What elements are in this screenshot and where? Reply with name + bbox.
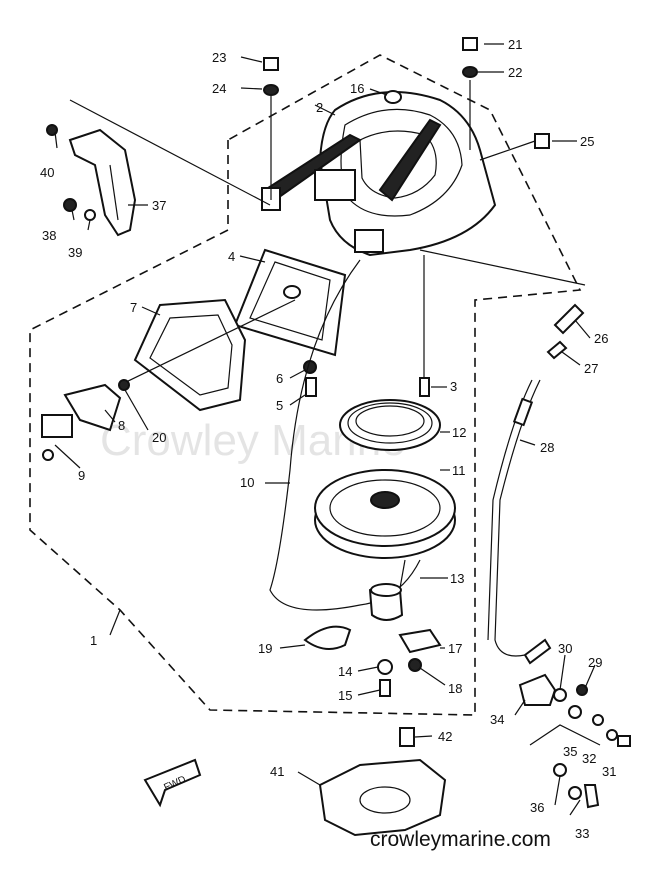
reel-11 bbox=[314, 469, 456, 559]
washer-22 bbox=[462, 66, 478, 78]
spring-12 bbox=[339, 399, 441, 451]
base-plate-41 bbox=[318, 758, 447, 837]
label-32: 32 bbox=[582, 751, 596, 766]
leader-lines bbox=[54, 43, 596, 816]
washer-18 bbox=[408, 658, 422, 672]
label-28: 28 bbox=[540, 440, 554, 455]
label-8: 8 bbox=[118, 418, 125, 433]
label-26: 26 bbox=[594, 331, 608, 346]
assembly-boundary bbox=[29, 54, 582, 716]
bracket-37 bbox=[46, 124, 137, 237]
drive-13 bbox=[368, 583, 404, 621]
label-17: 17 bbox=[448, 641, 462, 656]
label-36: 36 bbox=[530, 800, 544, 815]
bolt-21 bbox=[462, 37, 478, 51]
starter-cover bbox=[261, 91, 497, 257]
label-18: 18 bbox=[448, 681, 462, 696]
label-15: 15 bbox=[338, 688, 352, 703]
label-35: 35 bbox=[563, 744, 577, 759]
label-3: 3 bbox=[450, 379, 457, 394]
label-14: 14 bbox=[338, 664, 352, 679]
guide-7 bbox=[133, 298, 247, 412]
label-4: 4 bbox=[228, 249, 235, 264]
label-42: 42 bbox=[438, 729, 452, 744]
bolt-23 bbox=[263, 57, 279, 71]
label-16: 16 bbox=[350, 81, 364, 96]
bolt-5 bbox=[305, 377, 317, 397]
part-labels: 23 24 16 21 22 25 2 4 7 37 40 38 39 20 8… bbox=[40, 37, 616, 841]
bracket-34 bbox=[518, 638, 631, 809]
label-40: 40 bbox=[40, 165, 54, 180]
bolt-42 bbox=[399, 727, 415, 747]
label-25: 25 bbox=[580, 134, 594, 149]
label-5: 5 bbox=[276, 398, 283, 413]
washer-14 bbox=[377, 659, 393, 675]
label-33: 33 bbox=[575, 826, 589, 841]
washer-24 bbox=[263, 84, 279, 96]
label-21: 21 bbox=[508, 37, 522, 52]
label-31: 31 bbox=[602, 764, 616, 779]
label-41: 41 bbox=[270, 764, 284, 779]
label-6: 6 bbox=[276, 371, 283, 386]
label-30: 30 bbox=[558, 641, 572, 656]
label-24: 24 bbox=[212, 81, 226, 96]
bolt-15 bbox=[379, 679, 391, 697]
label-19: 19 bbox=[258, 641, 272, 656]
footer-url: crowleymarine.com bbox=[370, 828, 551, 851]
fwd-arrow: FWD bbox=[143, 758, 202, 808]
label-22: 22 bbox=[508, 65, 522, 80]
plate-17 bbox=[398, 628, 442, 654]
label-7: 7 bbox=[130, 300, 137, 315]
label-11: 11 bbox=[452, 463, 466, 478]
label-37: 37 bbox=[152, 198, 166, 213]
label-2: 2 bbox=[316, 100, 323, 115]
label-1: 1 bbox=[90, 633, 97, 648]
label-23: 23 bbox=[212, 50, 226, 65]
grommet-16 bbox=[384, 90, 402, 104]
stopper-cable bbox=[487, 303, 585, 657]
label-27: 27 bbox=[584, 361, 598, 376]
label-13: 13 bbox=[450, 571, 464, 586]
label-39: 39 bbox=[68, 245, 82, 260]
pin-3 bbox=[419, 377, 430, 397]
clamp-8-9 bbox=[41, 379, 130, 461]
spring-19 bbox=[303, 625, 352, 650]
label-38: 38 bbox=[42, 228, 56, 243]
label-29: 29 bbox=[588, 655, 602, 670]
label-9: 9 bbox=[78, 468, 85, 483]
label-10: 10 bbox=[240, 475, 254, 490]
label-20: 20 bbox=[152, 430, 166, 445]
plug-25 bbox=[534, 133, 550, 149]
label-12: 12 bbox=[452, 425, 466, 440]
label-34: 34 bbox=[490, 712, 504, 727]
nut-6 bbox=[303, 360, 317, 374]
